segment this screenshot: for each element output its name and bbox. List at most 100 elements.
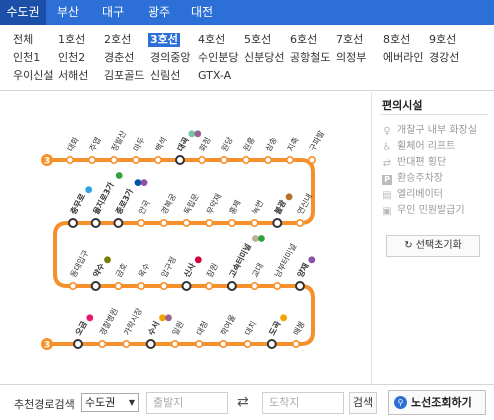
- line-item-2[interactable]: 2호선: [104, 33, 132, 46]
- station-label: 신사: [181, 261, 197, 279]
- parking-icon: P: [382, 175, 392, 185]
- station-label: 원흥: [241, 135, 257, 153]
- facility-elevator[interactable]: ▤엘리베이터: [382, 188, 443, 202]
- station-node: [122, 340, 131, 349]
- region-tab-busan[interactable]: 부산: [56, 5, 80, 19]
- line-item-1[interactable]: 1호선: [58, 33, 86, 46]
- line-item-6[interactable]: 6호선: [290, 33, 318, 46]
- station-label: 잠원: [204, 261, 220, 279]
- station-label: 화정: [197, 135, 213, 153]
- region-select[interactable]: 수도권▼: [81, 393, 139, 412]
- line-item-gimpo-gold[interactable]: 김포골드: [104, 69, 145, 82]
- line-item-incheon2[interactable]: 인천2: [58, 51, 86, 64]
- facility-label: 반대편 횡단: [397, 157, 447, 168]
- station-label: 대치: [243, 320, 258, 337]
- transfer-badge: [285, 193, 293, 201]
- line-item-suinbundang[interactable]: 수인분당: [198, 51, 239, 64]
- station-label: 독립문: [182, 192, 200, 216]
- station-label: 교대: [250, 262, 265, 279]
- line-item-sinbundang[interactable]: 신분당선: [244, 51, 285, 64]
- region-tab-sudogwon[interactable]: 수도권: [0, 0, 46, 25]
- facility-crossing[interactable]: ⇄ 반대편 횡단: [382, 156, 446, 170]
- station-node: [88, 156, 97, 165]
- line-item-gtx-a[interactable]: GTX-A: [198, 69, 232, 82]
- station-label: 녹번: [250, 199, 265, 216]
- station-node: [181, 281, 192, 291]
- line-item-all[interactable]: 전체: [13, 33, 34, 46]
- line-item-3[interactable]: 3호선: [148, 33, 180, 47]
- station-label: 홍제: [227, 198, 243, 216]
- station-label: 매봉: [292, 320, 307, 337]
- line-item-gyeonggang[interactable]: 경강선: [429, 51, 460, 64]
- facility-kiosk[interactable]: ▣무인 민원발급기: [382, 204, 464, 218]
- station-node: [205, 219, 214, 228]
- station-node: [113, 218, 124, 228]
- destination-input[interactable]: 도착지: [262, 392, 344, 414]
- station-node: [145, 339, 156, 349]
- station-label: 동대입구: [69, 249, 91, 279]
- transfer-badge: [194, 256, 202, 264]
- station-node: [159, 219, 168, 228]
- destination-placeholder: 도착지: [269, 396, 300, 409]
- line-item-uijeongbu[interactable]: 의정부: [336, 51, 367, 64]
- region-tab-bar: 수도권 부산 대구 광주 대전: [0, 0, 494, 25]
- station-node: [154, 156, 163, 165]
- line-item-9[interactable]: 9호선: [429, 33, 457, 46]
- station-label: 가락시장: [121, 306, 144, 337]
- transfer-badge: [115, 172, 123, 179]
- station-label: 경찰병원: [97, 306, 120, 337]
- station-label: 학여울: [218, 313, 237, 337]
- station-node: [110, 156, 119, 165]
- route-search-button[interactable]: 검색: [349, 392, 377, 414]
- station-node: [295, 219, 304, 228]
- station-label: 고속터미널: [227, 242, 253, 279]
- station-label: 백석: [153, 135, 169, 153]
- line-lookup-button[interactable]: ⚲노선조회하기: [388, 390, 486, 415]
- station-node: [263, 156, 272, 165]
- line-item-ui-sinseol[interactable]: 우이신설: [13, 69, 54, 82]
- region-tab-daejeon[interactable]: 대전: [190, 5, 214, 19]
- line-item-sillim[interactable]: 신림선: [150, 69, 181, 82]
- line-item-7[interactable]: 7호선: [336, 33, 364, 46]
- station-node: [266, 339, 277, 349]
- station-node: [98, 340, 107, 349]
- line-item-everline[interactable]: 에버라인: [383, 51, 424, 64]
- station-label: 도곡: [268, 319, 283, 337]
- facilities-title: 편의시설: [382, 99, 423, 112]
- facility-label: 휠체어 리프트: [397, 141, 456, 152]
- refresh-icon: ↻: [404, 240, 416, 251]
- station-label: 충무로: [68, 191, 87, 216]
- station-node: [307, 156, 316, 165]
- station-node: [114, 282, 123, 291]
- transfer-badge: [188, 130, 196, 138]
- facility-restroom[interactable]: ♀개찰구 내부 화장실: [382, 124, 477, 138]
- station-label: 남부터미널: [273, 242, 298, 279]
- line-item-gyeongchun[interactable]: 경춘선: [104, 51, 135, 64]
- elevator-icon: ▤: [382, 190, 392, 201]
- line-item-gyeongui[interactable]: 경의중앙: [150, 51, 191, 64]
- line-item-4[interactable]: 4호선: [198, 33, 226, 46]
- station-label: 마두: [132, 136, 147, 153]
- region-tab-gwangju[interactable]: 광주: [147, 5, 171, 19]
- line-badge: [41, 338, 53, 350]
- station-node: [272, 218, 283, 228]
- transfer-badge: [104, 256, 111, 264]
- line-item-airport[interactable]: 공항철도: [290, 51, 331, 64]
- line-item-incheon1[interactable]: 인천1: [13, 51, 41, 64]
- facility-wheelchair-lift[interactable]: ♿휠체어 리프트: [382, 140, 456, 154]
- route-search-bar: 추천경로검색 수도권▼ 출발지 ⇄ 도착지 검색 ⚲노선조회하기: [0, 384, 494, 420]
- region-tab-daegu[interactable]: 대구: [101, 5, 125, 19]
- chevron-down-icon: ▼: [128, 398, 135, 407]
- reset-selection-button[interactable]: ↻ 선택초기화: [386, 235, 480, 257]
- station-node: [90, 281, 101, 291]
- crossing-icon: ⇄: [382, 158, 392, 169]
- swap-icon[interactable]: ⇄: [237, 394, 249, 410]
- route-search-label: 추천경로검색: [14, 398, 75, 411]
- line-item-8[interactable]: 8호선: [383, 33, 411, 46]
- line-item-5[interactable]: 5호선: [244, 33, 272, 46]
- station-label: 주엽: [87, 135, 103, 153]
- line-item-seohae[interactable]: 서해선: [58, 69, 89, 82]
- origin-input[interactable]: 출발지: [146, 392, 228, 414]
